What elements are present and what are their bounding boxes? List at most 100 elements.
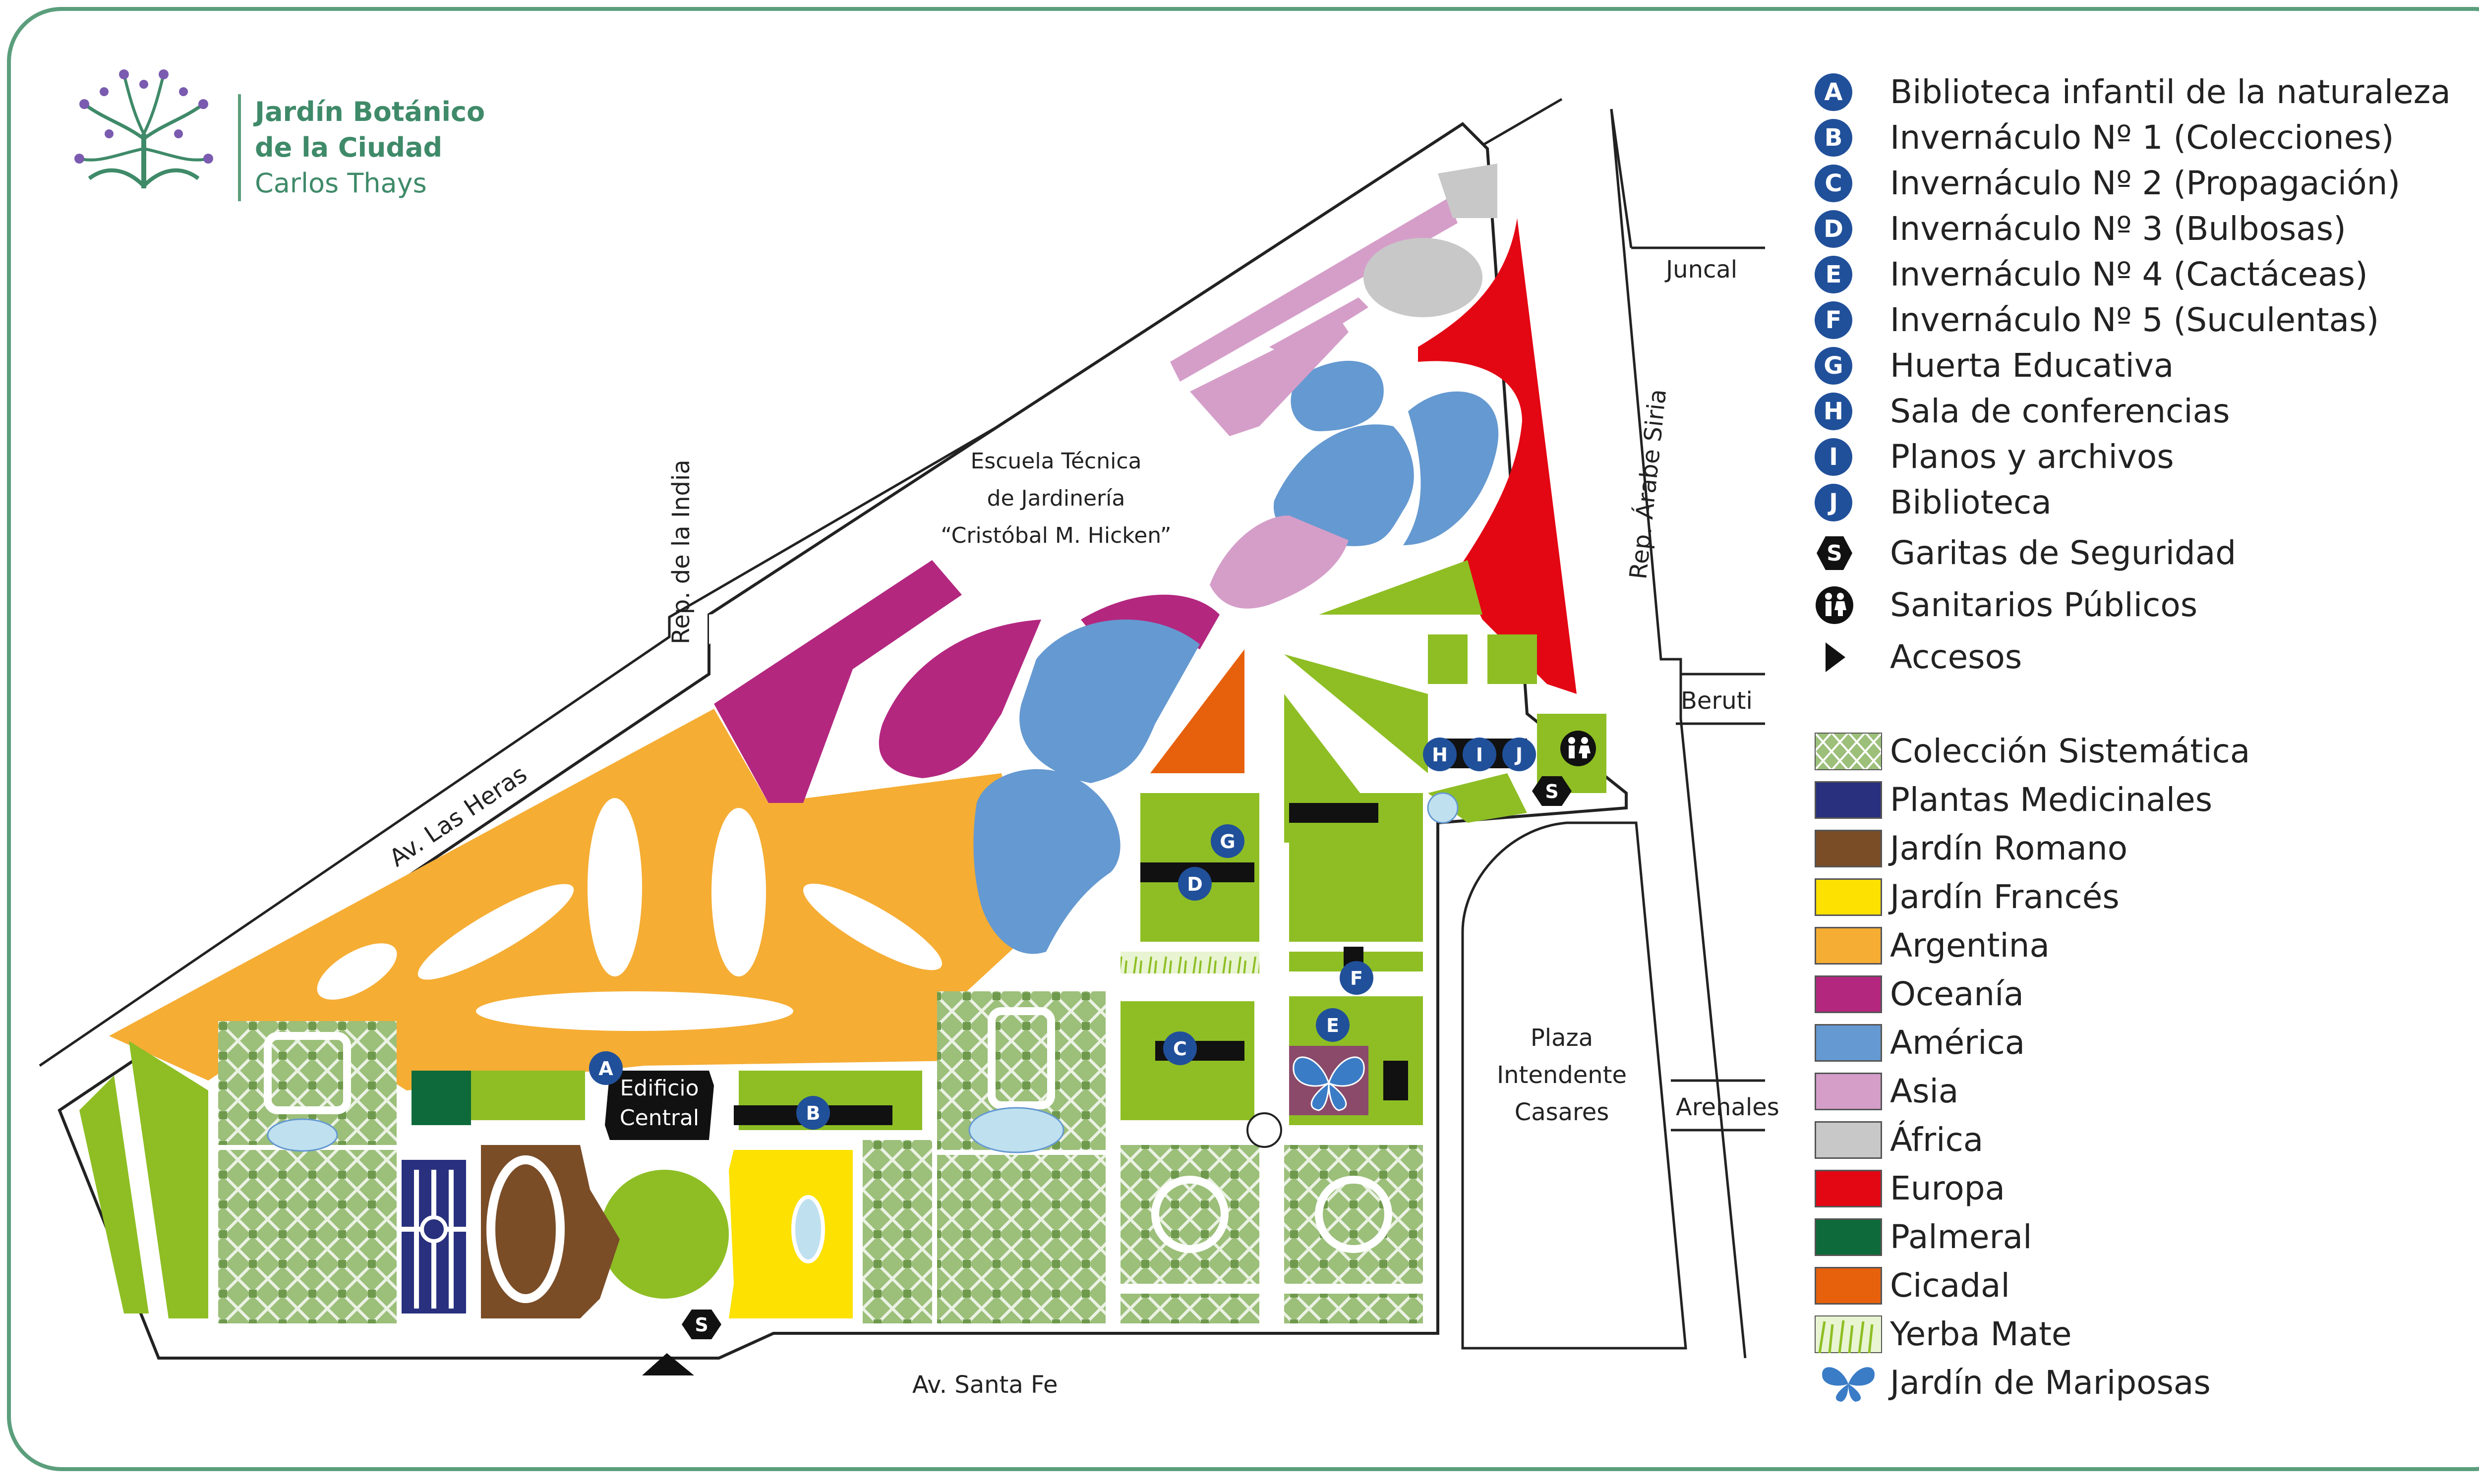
brand-line-2: de la Ciudad — [255, 132, 443, 163]
marker-c[interactable]: C — [1163, 1031, 1197, 1065]
svg-text:E: E — [1326, 1015, 1339, 1036]
zone-america-5 — [1403, 391, 1499, 545]
access-arrow-icon[interactable] — [642, 1353, 694, 1375]
zone-romano — [481, 1145, 620, 1318]
zone-africa-2 — [1363, 238, 1482, 317]
argentina-paths — [317, 798, 942, 1031]
legend-area-sistematica: Colección Sistemática — [1815, 729, 2479, 774]
escuela-area — [709, 327, 1244, 644]
marker-i[interactable]: I — [1463, 738, 1496, 771]
svg-text:C: C — [1173, 1038, 1187, 1060]
svg-text:H: H — [1432, 744, 1448, 766]
frances-fountain — [791, 1195, 825, 1263]
edificio-line-2: Central — [620, 1105, 699, 1131]
tree-logo-icon — [74, 69, 213, 189]
legend-area-yerba: Yerba Mate — [1815, 1312, 2479, 1357]
access-arrow-icon — [1826, 642, 1845, 672]
zone-asia-4 — [1269, 297, 1368, 357]
svg-text:S: S — [1827, 541, 1842, 566]
street-juncal: Juncal — [1664, 256, 1737, 284]
security-booth-icon: S — [1817, 536, 1852, 570]
legend-area-cicadal: Cicadal — [1815, 1263, 2479, 1309]
escuela-line-2: de Jardinería — [987, 486, 1125, 511]
roundabout — [1246, 1112, 1282, 1148]
medicinales-fountain — [420, 1215, 448, 1243]
marker-a[interactable]: A — [589, 1051, 623, 1085]
marker-g[interactable]: G — [1211, 824, 1244, 858]
street-santa-fe: Av. Santa Fe — [912, 1371, 1058, 1399]
marker-b[interactable]: B — [796, 1096, 830, 1130]
legend-area-frances: Jardín Francés — [1815, 874, 2479, 920]
legend-area-mariposas: Jardín de Mariposas — [1815, 1360, 2479, 1406]
zone-america-3 — [1291, 360, 1384, 431]
butterfly-icon — [1822, 1367, 1875, 1402]
svg-text:I: I — [1476, 744, 1483, 766]
brand: Jardín Botánico de la Ciudad Carlos Thay… — [59, 64, 496, 201]
legend-security: S Garitas de Seguridad — [1815, 530, 2479, 576]
pond-east — [1427, 792, 1459, 824]
marker-h[interactable]: H — [1423, 738, 1457, 771]
legend-area-medicinales: Plantas Medicinales — [1815, 777, 2479, 823]
legend-restrooms: Sanitarios Públicos — [1815, 582, 2479, 628]
zone-palmeral — [412, 1071, 471, 1125]
svg-text:B: B — [806, 1102, 821, 1124]
zone-america-4 — [1273, 424, 1414, 546]
plaza-casares — [1461, 821, 1687, 1350]
zone-cicadal — [1150, 649, 1244, 773]
zone-europa — [1418, 218, 1577, 694]
marker-f[interactable]: F — [1340, 961, 1373, 995]
legend-area-argentina: Argentina — [1815, 923, 2479, 969]
marker-e[interactable]: E — [1316, 1008, 1350, 1042]
restroom-icon — [1816, 586, 1853, 624]
zone-frances — [729, 1150, 853, 1318]
zone-asia-2 — [1190, 317, 1349, 436]
brand-line-3: Carlos Thays — [255, 168, 427, 199]
legend-area-palmeral: Palmeral — [1815, 1214, 2479, 1260]
svg-text:A: A — [598, 1058, 613, 1080]
edificio-line-1: Edificio — [620, 1076, 699, 1101]
restroom-icon[interactable] — [1560, 731, 1596, 766]
brand-line-1: Jardín Botánico — [255, 96, 485, 127]
zone-africa — [1438, 164, 1497, 218]
street-tick-lines — [1610, 109, 1765, 1132]
svg-text:J: J — [1514, 744, 1523, 766]
street-arabe-siria: Rep. Árabe Siria — [1624, 388, 1672, 580]
romano-center — [486, 1155, 565, 1303]
svg-text:S: S — [695, 1314, 708, 1336]
zone-oceania — [714, 560, 962, 803]
marker-j[interactable]: J — [1502, 738, 1536, 771]
svg-text:G: G — [1220, 831, 1235, 853]
escuela-line-3: “Cristóbal M. Hicken” — [941, 523, 1171, 548]
svg-text:S: S — [1545, 781, 1558, 802]
street-beruti: Beruti — [1681, 687, 1753, 715]
legend-area-america: América — [1815, 1020, 2479, 1066]
sistematica-swatch — [1815, 733, 1882, 770]
zone-america-2 — [973, 769, 1121, 954]
security-booth-icon[interactable]: S — [1532, 776, 1572, 806]
pond-west — [267, 1118, 338, 1152]
legend-area-asia: Asia — [1815, 1069, 2479, 1114]
marker-d[interactable]: D — [1178, 867, 1212, 901]
street-rep-india: Rep. de la India — [667, 459, 695, 644]
security-booth-icon[interactable]: S — [682, 1310, 721, 1339]
pond-central — [968, 1107, 1064, 1153]
butterfly-icon — [1293, 1056, 1365, 1111]
map-frame — [7, 7, 2479, 1471]
legend-area-romano: Jardín Romano — [1815, 826, 2479, 871]
svg-text:F: F — [1350, 968, 1363, 989]
street-arenales: Arenales — [1676, 1093, 1779, 1121]
legend-area-africa: África — [1815, 1117, 2479, 1163]
zone-sistematica — [218, 991, 1423, 1323]
plaza-line-3: Casares — [1515, 1098, 1609, 1126]
zone-oceania-2 — [879, 620, 1041, 778]
